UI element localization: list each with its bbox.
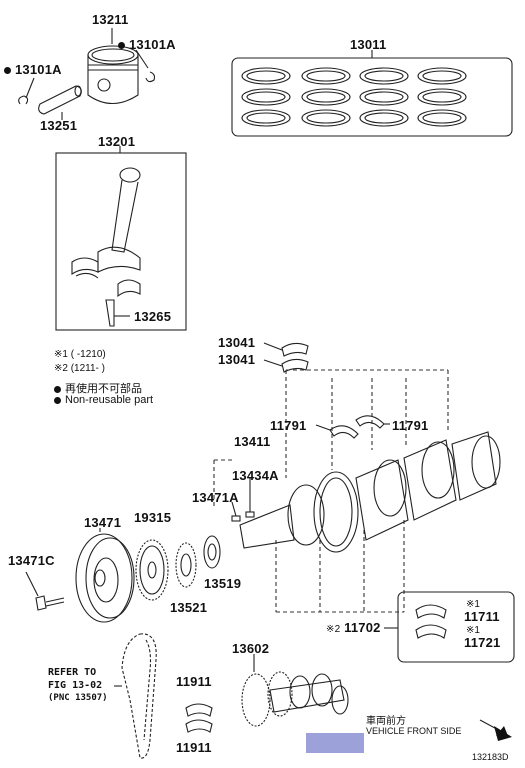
- guide-lines: [213, 369, 449, 613]
- label-11911-bottom[interactable]: 11911: [176, 740, 212, 755]
- non-reusable-note-jp: 再使用不可部品: [54, 380, 142, 396]
- crank-key-1-drawing: [231, 515, 241, 522]
- non-reusable-en-text: Non-reusable part: [65, 394, 154, 406]
- refer-line-2: FIG 13-02: [48, 680, 103, 691]
- label-13251[interactable]: 13251: [40, 118, 78, 133]
- cam-bearing-drawing: [185, 703, 213, 717]
- ring-set-box: [231, 57, 513, 137]
- mark-1b: ※1: [466, 625, 480, 636]
- pulley-bolt-drawing: [25, 571, 65, 611]
- label-11702-text: 11702: [344, 620, 381, 635]
- label-11721[interactable]: 11721: [464, 635, 501, 650]
- label-13011[interactable]: 13011: [350, 37, 387, 52]
- label-13041-a[interactable]: 13041: [218, 335, 256, 350]
- label-13521[interactable]: 13521: [170, 600, 208, 615]
- piston-drawing: [87, 28, 139, 105]
- crank-gear-2-drawing: [203, 535, 221, 569]
- rod-box: [55, 152, 187, 331]
- label-13471a[interactable]: 13471A: [192, 490, 239, 505]
- crank-pulley-drawing: [75, 528, 135, 623]
- non-reusable-dot-icon: [4, 67, 11, 75]
- label-13265[interactable]: 13265: [134, 309, 172, 324]
- non-reusable-note-en: Non-reusable part: [54, 394, 153, 406]
- mark-1a: ※1: [466, 599, 480, 610]
- label-13519[interactable]: 13519: [204, 576, 242, 591]
- non-reusable-dot-icon: [54, 396, 61, 404]
- label-13101a-right[interactable]: 13101A: [118, 37, 176, 52]
- thrust-washer-left-drawing: [329, 425, 359, 439]
- label-11791-left[interactable]: 11791: [270, 418, 307, 433]
- rod-bearing-drawing: [263, 342, 309, 373]
- main-bearing-box: [397, 591, 515, 663]
- label-13471c[interactable]: 13471C: [8, 553, 55, 568]
- crank-gear-drawing: [175, 542, 197, 588]
- label-13101a-left-text: 13101A: [15, 62, 62, 77]
- label-19315[interactable]: 19315: [134, 510, 172, 525]
- thrust-washer-right-drawing: [355, 415, 385, 429]
- label-13602[interactable]: 13602: [232, 641, 270, 656]
- label-13211[interactable]: 13211: [92, 12, 129, 27]
- front-side-jp: 車両前方: [366, 716, 406, 727]
- piston-rings: [241, 67, 467, 127]
- timing-chain-drawing: [114, 633, 157, 759]
- label-13101a-left[interactable]: 13101A: [4, 62, 62, 77]
- snap-ring-left: [18, 95, 29, 105]
- note-2: ※2 (1211- ): [54, 363, 105, 374]
- timing-sprocket-drawing: [135, 539, 169, 601]
- snap-ring-right: [145, 71, 156, 83]
- highlight-marker: [306, 733, 364, 753]
- refer-line-3: (PNC 13507): [48, 693, 108, 703]
- camshaft-drawing: [241, 654, 349, 727]
- label-11791-right[interactable]: 11791: [392, 418, 429, 433]
- connecting-rod-drawing: [71, 167, 141, 327]
- label-13101a-right-text: 13101A: [129, 37, 176, 52]
- non-reusable-jp-text: 再使用不可部品: [65, 383, 142, 395]
- front-arrow-tip: [494, 726, 512, 741]
- label-13041-b[interactable]: 13041: [218, 352, 256, 367]
- label-11702[interactable]: ※2 11702: [326, 620, 381, 635]
- refer-fig[interactable]: REFER TO FIG 13-02 (PNC 13507): [48, 666, 108, 705]
- note-1: ※1 ( -1210): [54, 349, 106, 360]
- label-13411[interactable]: 13411: [234, 434, 271, 449]
- refer-line-1: REFER TO: [48, 667, 97, 678]
- piston-pin-drawing: [38, 85, 82, 120]
- label-13471[interactable]: 13471: [84, 515, 122, 530]
- label-11711[interactable]: 11711: [464, 609, 500, 624]
- mark-2: ※2: [326, 624, 341, 635]
- crankshaft-drawing: [239, 431, 501, 553]
- front-side-en: VEHICLE FRONT SIDE: [366, 726, 462, 736]
- non-reusable-dot-icon: [118, 42, 125, 50]
- figure-id: 132183D: [472, 752, 509, 762]
- label-13434a[interactable]: 13434A: [232, 468, 279, 483]
- crank-key-2-drawing: [245, 511, 255, 518]
- non-reusable-dot-icon: [54, 385, 61, 393]
- label-11911-top[interactable]: 11911: [176, 674, 212, 689]
- label-13201[interactable]: 13201: [98, 134, 136, 149]
